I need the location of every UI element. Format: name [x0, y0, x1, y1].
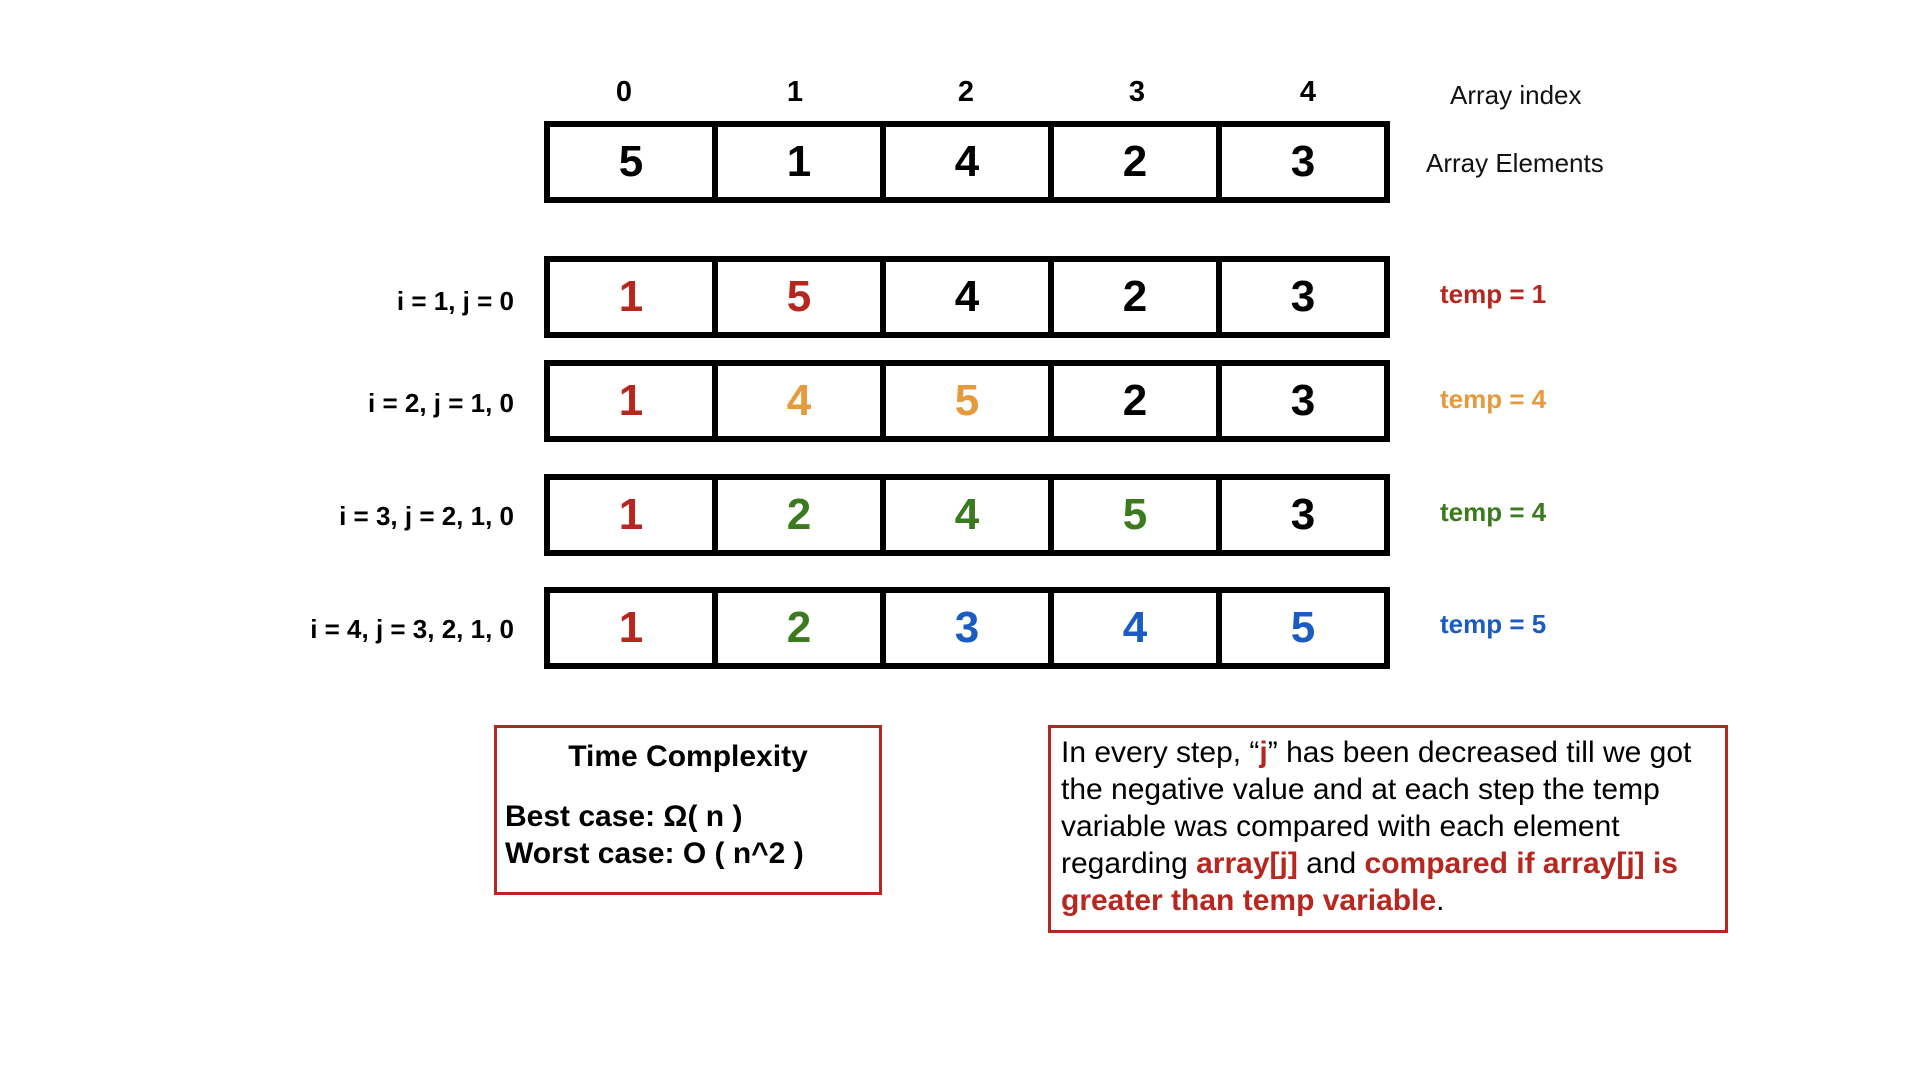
explanation-box: In every step, “j” has been decreased ti…: [1048, 725, 1728, 933]
array-cell: 4: [718, 366, 886, 436]
step-label: i = 4, j = 3, 2, 1, 0: [310, 614, 514, 644]
array-cell: 2: [1054, 127, 1222, 197]
array-cell: 3: [1290, 137, 1316, 186]
array-cell: 1: [550, 366, 718, 436]
best-case: Best case: Ω( n ): [505, 800, 743, 833]
step-label: i = 3, j = 2, 1, 0: [339, 501, 514, 531]
note-array-j: array[j]: [1196, 847, 1298, 880]
array-cell: 2: [718, 593, 886, 663]
index-3: 3: [1128, 76, 1146, 108]
array-cell: 4: [886, 262, 1054, 332]
array-cell: 5: [1054, 480, 1222, 550]
array-cell: 3: [1290, 490, 1316, 539]
time-complexity-box: Time Complexity Best case: Ω( n ) Worst …: [494, 725, 882, 895]
step-array: 1 5 4 2 3: [544, 256, 1390, 338]
array-cell: 1: [550, 593, 718, 663]
temp-value: temp = 4: [1440, 384, 1547, 414]
array-cell: 5: [1290, 603, 1316, 652]
index-0: 0: [615, 76, 633, 108]
array-cell: 5: [886, 366, 1054, 436]
note-compare: compared if array[j] is greater than tem…: [1061, 847, 1678, 917]
array-cell: 1: [550, 480, 718, 550]
note-part: and: [1297, 847, 1365, 880]
note-j: j: [1259, 736, 1268, 769]
temp-value: temp = 5: [1440, 609, 1547, 639]
array-cell: 1: [550, 262, 718, 332]
array-cell: 2: [718, 480, 886, 550]
index-4: 4: [1299, 76, 1317, 108]
array-cell: 4: [1054, 593, 1222, 663]
step-label: i = 1, j = 0: [396, 286, 514, 316]
note-part: ” has been decreased till we got the neg…: [1061, 736, 1692, 880]
array-cell: 4: [886, 480, 1054, 550]
array-cell: 3: [1290, 376, 1316, 425]
explanation-text: In every step, “j” has been decreased ti…: [1051, 728, 1725, 925]
array-cell: 5: [718, 262, 886, 332]
worst-case: Worst case: O ( n^2 ): [505, 837, 804, 870]
step-array: 1 4 5 2 3: [544, 360, 1390, 442]
array-cell: 1: [718, 127, 886, 197]
array-cell: 5: [550, 127, 718, 197]
time-complexity-title: Time Complexity: [568, 740, 808, 773]
temp-value: temp = 1: [1440, 279, 1547, 309]
step-array: 1 2 4 5 3: [544, 474, 1390, 556]
array-cell: 2: [1054, 262, 1222, 332]
array-index-label: Array index: [1450, 80, 1582, 110]
array-cell: 3: [1290, 272, 1316, 321]
note-part: In every step, “: [1061, 736, 1260, 769]
array-elements-label: Array Elements: [1426, 148, 1604, 178]
temp-value: temp = 4: [1440, 497, 1547, 527]
step-array: 1 2 3 4 5: [544, 587, 1390, 669]
index-2: 2: [957, 76, 975, 108]
array-cell: 3: [886, 593, 1054, 663]
index-1: 1: [786, 76, 804, 108]
note-part: .: [1436, 884, 1445, 917]
array-cell: 4: [886, 127, 1054, 197]
array-cell: 2: [1054, 366, 1222, 436]
step-label: i = 2, j = 1, 0: [368, 388, 514, 418]
initial-array: 5 1 4 2 3: [544, 121, 1390, 203]
